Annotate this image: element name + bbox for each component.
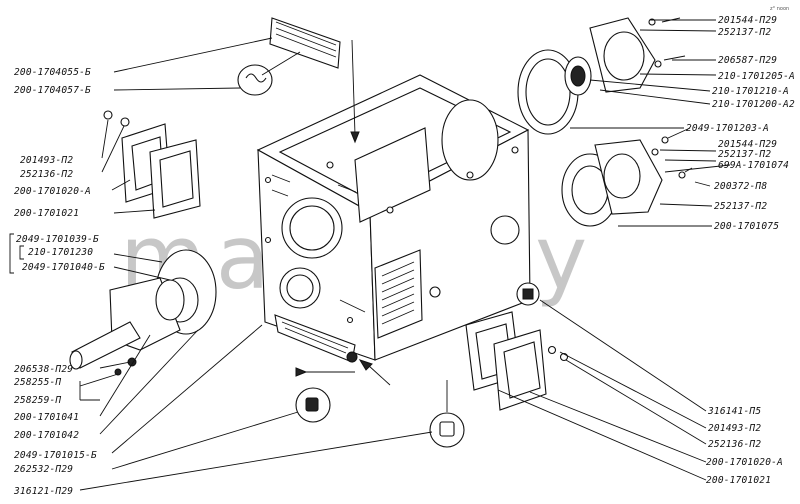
bottom-plugs [295,359,465,448]
labels-left: 200-1704055-Б 200-1704057-Б 201493-П2 25… [13,67,105,497]
labels-right: 201544-П29 252137-П2 206587-П29 210-1701… [686,15,795,486]
label-201493-p2-left: 201493-П2 [20,155,73,166]
label-258255-p: 258255-П [14,377,61,388]
output-shaft-assembly [69,249,217,376]
label-2049-1701039-b: 2049-1701039-Б [16,234,99,245]
label-252136-p2-right: 252136-П2 [708,439,761,450]
label-200372-p8: 200372-П8 [714,181,767,192]
wingnut-callout [237,64,273,96]
label-brackets [9,233,24,274]
label-200-1701021-right: 200-1701021 [706,475,771,486]
label-252136-p2-left: 252136-П2 [20,169,73,180]
label-206587-p29: 206587-П29 [718,55,777,66]
label-201544-p29-mid: 201544-П29 [718,139,777,150]
label-262532-p29: 262532-П29 [14,464,73,475]
label-316141-p5: 316141-П5 [707,406,761,417]
breather-plate [237,17,360,144]
label-252137-p2-top: 252137-П2 [718,27,771,38]
label-210-1701210-a: 210-1701210-А [712,86,789,97]
gearbox-housing [256,74,531,363]
label-210-1701230: 210-1701230 [28,247,93,258]
label-200-1704055-b: 200-1704055-Б [14,67,91,78]
label-210-1701200-a2: 210-1701200-А2 [712,99,795,110]
label-258259-p: 258259-П [14,395,61,406]
label-252137-p2-low: 252137-П2 [714,201,767,212]
label-200-1701042: 200-1701042 [14,430,79,441]
label-200-1704057-b: 200-1704057-Б [14,85,91,96]
label-252137-p2-mid: 252137-П2 [718,149,771,160]
label-2049-1701203-a: 2049-1701203-А [686,123,769,134]
label-200-1701020-a-left: 200-1701020-А [14,186,91,197]
label-206538-p29: 206538-П29 [14,364,73,375]
label-210-1701205-a: 210-1701205-А [718,71,795,82]
label-2049-1701015-b: 2049-1701015-Б [14,450,97,461]
label-201544-p29-top: 201544-П29 [718,15,777,26]
rear-cover-top-right [517,17,686,135]
side-cover-right [561,127,693,227]
label-200-1701041: 200-1701041 [14,412,79,423]
label-200-1701075: 200-1701075 [714,221,779,232]
corner-mark: z° noon [770,6,789,12]
label-200-1701021-left: 200-1701021 [14,208,79,219]
label-201493-p2-right: 201493-П2 [708,423,761,434]
leader-lines [79,19,731,491]
label-316121-p29: 316121-П29 [13,486,73,497]
label-699a-1701074: 699А-1701074 [718,160,789,171]
left-top-cover [103,110,201,219]
label-200-1701020-a-right: 200-1701020-А [706,457,783,468]
label-2049-1701040-b: 2049-1701040-Б [22,262,105,273]
right-lower-cover [465,282,569,411]
